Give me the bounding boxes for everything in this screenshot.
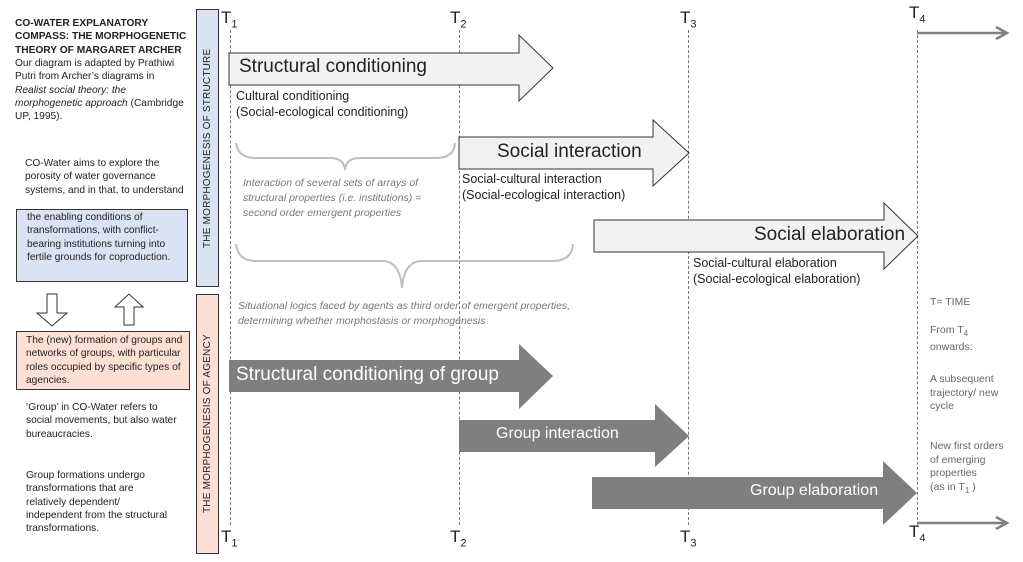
social-interaction-label: Social interaction: [497, 141, 642, 162]
t3-label-bottom: T3: [680, 527, 697, 550]
group-formation-note: Group formations undergo transformations…: [26, 470, 168, 535]
t2-label-bottom: T2: [450, 527, 467, 550]
group-interaction-label: Group interaction: [496, 425, 619, 442]
second-order-brace: [235, 142, 456, 171]
title-line: CO-WATER EXPLANATORY: [15, 18, 149, 29]
from-t4-note: From T4 onwards:: [930, 324, 973, 353]
diagram-title: CO-WATER EXPLANATORY COMPASS: THE MORPHO…: [15, 17, 195, 57]
t1-timeline: [230, 30, 231, 525]
structural-conditioning-label: Structural conditioning: [239, 56, 427, 77]
group-elaboration-label: Group elaboration: [750, 482, 879, 499]
structural-conditioning-subtext: Cultural conditioning (Social-ecological…: [236, 89, 409, 119]
agency-side-label: THE MORPHOGENESIS OF AGENCY: [196, 294, 219, 554]
title-line: COMPASS: THE MORPHOGENETIC: [15, 31, 187, 43]
attribution-text: Our diagram is adapted by Prathiwi Putri…: [15, 58, 184, 123]
second-order-note: Interaction of several sets of arrays of…: [243, 177, 422, 219]
title-line: THEORY OF MARGARET ARCHER: [15, 44, 182, 56]
t4-top-onward-arrow: [917, 25, 1010, 41]
structure-explanation-box: the enabling conditions of transformatio…: [16, 209, 188, 282]
social-interaction-subtext: Social-cultural interaction (Social-ecol…: [462, 172, 626, 202]
group-definition-note: ‘Group’ in CO-Water refers to social mov…: [26, 402, 177, 440]
t1-label-top: T1: [221, 8, 238, 31]
structural-conditioning-of-group-label: Structural conditioning of group: [236, 364, 499, 385]
t4-label-bottom: T4: [909, 522, 926, 545]
t4-timeline: [917, 30, 918, 525]
down-arrow-icon: [35, 293, 69, 327]
third-order-note: Situational logics faced by agents as th…: [238, 300, 571, 327]
social-elaboration-label: Social elaboration: [754, 224, 906, 245]
t4-label-top: T4: [909, 3, 926, 26]
up-arrow-icon: [113, 293, 145, 326]
t3-label-top: T3: [680, 8, 697, 31]
time-definition-note: T= TIME: [930, 296, 971, 308]
aims-text: CO-Water aims to explore the porosity of…: [25, 158, 184, 196]
third-order-brace: [235, 243, 574, 289]
book-title: Realist social theory: the morphogenetic…: [15, 84, 128, 109]
t3-timeline: [688, 30, 689, 525]
t2-label-top: T2: [450, 8, 467, 31]
t2-timeline: [459, 30, 460, 525]
new-cycle-note: A subsequent trajectory/ new cycle: [930, 373, 999, 412]
social-elaboration-subtext: Social-cultural elaboration (Social-ecol…: [693, 256, 861, 286]
t4-bottom-onward-arrow: [917, 515, 1010, 531]
structure-side-label: THE MORPHOGENESIS OF STRUCTURE: [196, 9, 219, 287]
agency-explanation-box: The (new) formation of groups and networ…: [16, 331, 190, 390]
t1-label-bottom: T1: [221, 527, 238, 550]
new-orders-note: New first orders of emerging properties …: [930, 440, 1004, 495]
